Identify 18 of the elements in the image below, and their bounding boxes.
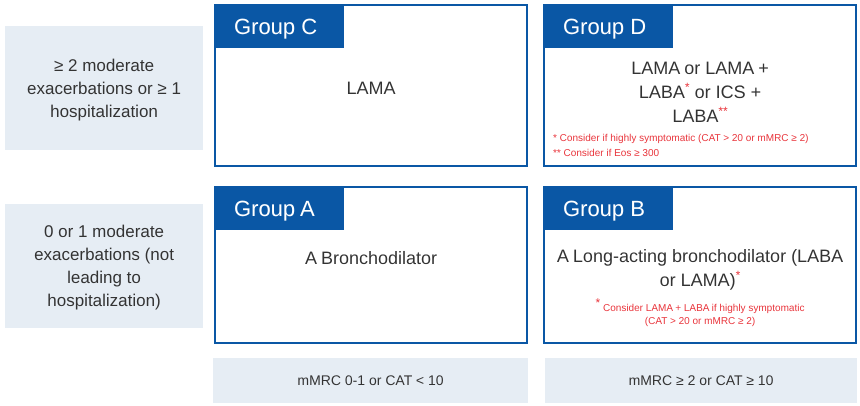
- row-label: 0 or 1 moderate exacerbations (not leading to hospitalization): [5, 204, 203, 328]
- footnote: ** Consider if Eos ≥ 300: [553, 147, 660, 160]
- treatment-text: A Long-acting bronchodilator (LABA or LAMA)$^{*}$: [556, 245, 844, 292]
- column-label: mMRC ≥ 2 or CAT ≥ 10: [545, 358, 857, 403]
- group-box: [214, 4, 528, 167]
- row-label: ≥ 2 moderate exacerbations or ≥ 1 hospitalization: [5, 26, 203, 150]
- group-heading: Group D: [545, 6, 673, 48]
- group-heading: Group C: [216, 6, 344, 48]
- group-heading: Group A: [216, 188, 344, 230]
- group-box: [214, 186, 528, 344]
- treatment-text: LAMA or LAMA + LABA$^{*}$ or ICS + LABA$^{**}$: [630, 57, 770, 128]
- footnote: * Consider if highly symptomatic (CAT > 20 or mMRC ≥ 2): [553, 132, 808, 145]
- group-heading: Group B: [545, 188, 673, 230]
- column-label: mMRC 0-1 or CAT < 10: [213, 358, 528, 403]
- treatment-text: LAMA: [345, 77, 397, 100]
- treatment-text: A Bronchodilator: [304, 247, 438, 270]
- group-box: [543, 186, 857, 344]
- group-box: [543, 4, 857, 167]
